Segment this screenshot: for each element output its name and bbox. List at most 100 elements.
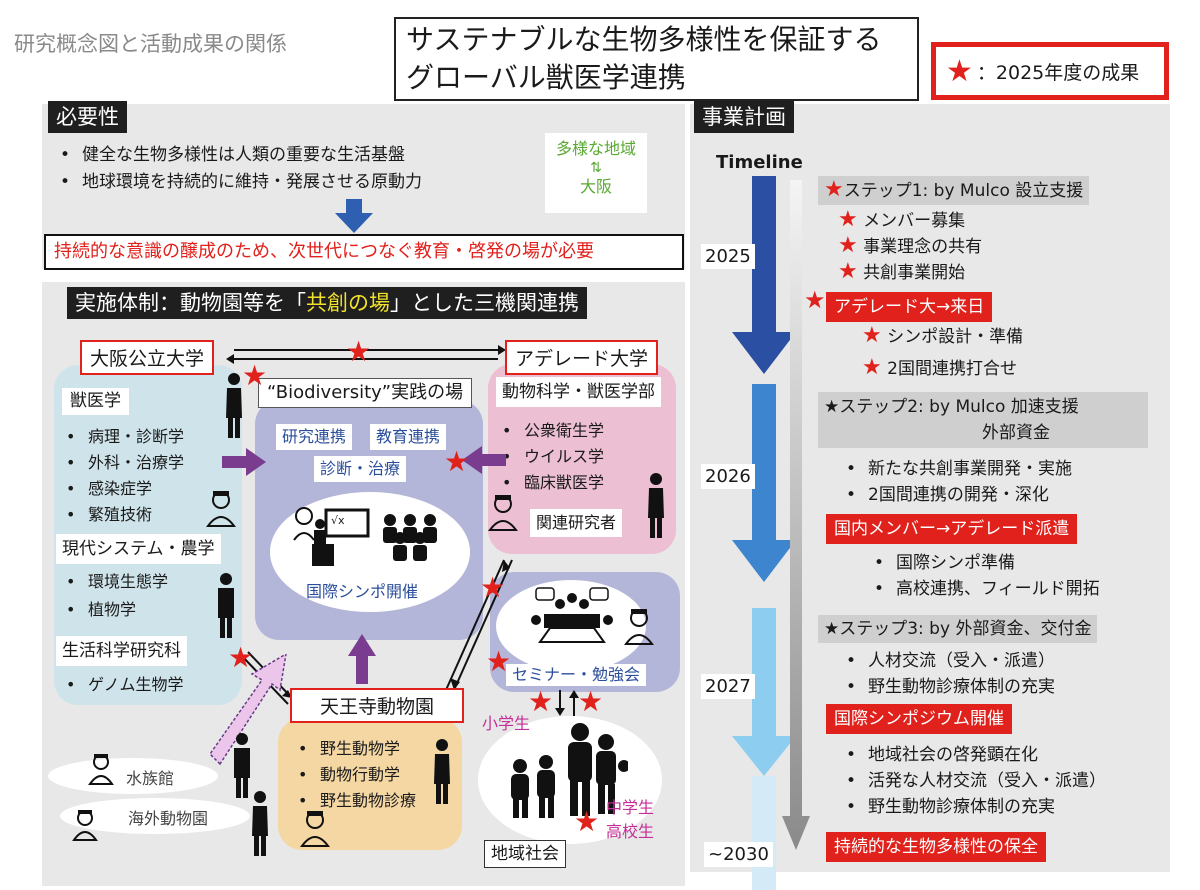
meeting-icon bbox=[531, 587, 613, 643]
step1-item: ★ 共創事業開始 bbox=[838, 259, 966, 284]
omu-vet-label: 獣医学 bbox=[62, 388, 129, 415]
list-item: 地域社会の啓発顕在化 bbox=[842, 742, 1106, 768]
dispatch-badge: 国内メンバー→アデレード派遣 bbox=[826, 514, 1078, 544]
step1-item: ★ シンポ設計・準備 bbox=[862, 323, 1024, 348]
arrow-zoo-to-center-icon bbox=[348, 634, 376, 684]
omu-life-label: 生活科学研究科 bbox=[56, 636, 187, 666]
region-top: 多様な地域 bbox=[555, 139, 636, 158]
year-2027: 2027 bbox=[701, 674, 755, 699]
doctor-icon bbox=[488, 495, 518, 531]
adelaide-dept: 動物科学・獣医学部 bbox=[496, 377, 661, 407]
step2-list: 新たな共創事業開発・実施 2国間連携の開発・深化 bbox=[842, 456, 1072, 508]
symposium-badge: 国際シンポジウム開催 bbox=[826, 704, 1012, 734]
list-item: 病理・診断学 bbox=[62, 424, 184, 450]
omu-vet-list: 病理・診断学 外科・治療学 感染症学 繁殖技術 bbox=[62, 424, 184, 528]
plan-tag: 事業計画 bbox=[694, 101, 794, 133]
zoo-name: 天王寺動物園 bbox=[290, 688, 465, 723]
omu-name: 大阪公立大学 bbox=[80, 340, 215, 375]
omu-modern-list: 環境生態学 植物学 bbox=[62, 568, 168, 624]
omu-modern-label: 現代システム・農学 bbox=[56, 534, 221, 564]
achievement-star-icon: ★ bbox=[574, 805, 600, 838]
step2-line2: 外部資金 bbox=[982, 423, 1050, 443]
person-icon bbox=[218, 573, 234, 638]
list-item: 野生動物学 bbox=[294, 736, 416, 762]
list-item: 野生動物診療体制の充実 bbox=[842, 794, 1106, 820]
legend-star-icon: ★ bbox=[946, 53, 973, 89]
updown-arrow-icon bbox=[555, 690, 579, 716]
necessity-list: 健全な生物多様性は人類の重要な生活基盤 地球環境を持続的に維持・発展させる原動力 bbox=[56, 142, 536, 196]
down-arrow-icon bbox=[335, 199, 373, 233]
main-title-line2: グローバル獣医学連携 bbox=[406, 61, 686, 94]
step1-heading: ★ステップ1: by Mulco 設立支援 bbox=[818, 176, 1090, 205]
list-item: 野生動物診療 bbox=[294, 788, 416, 814]
achievement-star-icon: ★ bbox=[346, 335, 372, 368]
achievement-star-icon: ★ bbox=[838, 259, 858, 284]
arrow-adelaide-to-center-icon bbox=[462, 446, 506, 474]
double-arrow-icon bbox=[226, 345, 506, 364]
symposium-label: 国際シンポ開催 bbox=[306, 582, 419, 601]
diag-arrow-icon bbox=[445, 559, 513, 691]
achievement-star-icon: ★ bbox=[838, 207, 858, 232]
list-item: 感染症学 bbox=[62, 476, 184, 502]
achievement-star-icon: ★ bbox=[862, 355, 882, 380]
timeline-tail bbox=[752, 776, 776, 890]
zoo-list: 野生動物学 動物行動学 野生動物診療 bbox=[294, 736, 416, 814]
step1-text: ステップ1: by Mulco 設立支援 bbox=[843, 181, 1084, 201]
overseas-zoo-label: 海外動物園 bbox=[128, 809, 209, 828]
figure-caption: 研究概念図と活動成果の関係 bbox=[14, 32, 287, 56]
omu-life-list: ゲノム生物学 bbox=[62, 671, 184, 699]
step3-heading: ★ステップ3: by 外部資金、交付金 bbox=[818, 615, 1098, 643]
high-label: 高校生 bbox=[606, 822, 655, 841]
person-icon bbox=[648, 473, 664, 538]
step2-list2: 国際シンポ準備 高校連携、フィールド開拓 bbox=[870, 550, 1100, 602]
legend-box: ★ ：2025年度の成果 bbox=[931, 42, 1169, 100]
necessity-item: 健全な生物多様性は人類の重要な生活基盤 bbox=[56, 142, 536, 169]
list-item: 2国間連携の開発・深化 bbox=[842, 482, 1072, 508]
doctor-icon bbox=[206, 491, 236, 527]
step1-item: ★ 事業理念の共有 bbox=[838, 233, 983, 258]
middle-label: 中学生 bbox=[606, 798, 655, 817]
list-item: 高校連携、フィールド開拓 bbox=[870, 576, 1100, 602]
step3-list: 人材交流（受入・派遣） 野生動物診療体制の充実 bbox=[842, 648, 1055, 700]
adelaide-visit-badge: アデレード大→来日 bbox=[826, 292, 993, 322]
aquarium-label: 水族館 bbox=[126, 769, 175, 788]
necessity-tag: 必要性 bbox=[48, 101, 127, 133]
list-item: 野生動物診療体制の充実 bbox=[842, 674, 1055, 700]
center-tag-diagnosis: 診断・治療 bbox=[314, 456, 407, 482]
region-arrow-icon: ⇅ bbox=[590, 160, 602, 176]
year-2025: 2025 bbox=[701, 244, 755, 269]
necessity-conclusion: 持続的な意識の醸成のため、次世代につなぐ教育・啓発の場が必要 bbox=[44, 234, 684, 270]
timeline-arrow-2 bbox=[732, 384, 796, 582]
list-item: 人材交流（受入・派遣） bbox=[842, 648, 1055, 674]
person-icon bbox=[234, 733, 250, 798]
list-item: 公衆衛生学 bbox=[498, 418, 604, 444]
timeline-arrow-3 bbox=[732, 608, 796, 776]
necessity-item: 地球環境を持続的に維持・発展させる原動力 bbox=[56, 169, 536, 196]
dotted-arrow-icon bbox=[210, 654, 287, 766]
doctor-icon bbox=[624, 609, 654, 645]
achievement-star-icon: ★ bbox=[578, 685, 604, 718]
center-title: “Biodiversity”実践の場 bbox=[258, 378, 473, 408]
step2-line1: ★ステップ2: by Mulco 加速支援 bbox=[824, 397, 1079, 417]
goal-badge: 持続的な生物多様性の保全 bbox=[826, 832, 1046, 862]
person-icon bbox=[252, 791, 268, 856]
elementary-label: 小学生 bbox=[482, 714, 531, 733]
adelaide-list: 公衆衛生学 ウイルス学 臨床獣医学 bbox=[498, 418, 604, 496]
year-2030: ~2030 bbox=[704, 842, 773, 867]
legend-text: ：2025年度の成果 bbox=[976, 61, 1140, 84]
person-icon bbox=[226, 373, 242, 438]
step2-heading: ★ステップ2: by Mulco 加速支援 外部資金 bbox=[818, 392, 1148, 448]
list-item: 国際シンポ準備 bbox=[870, 550, 1100, 576]
main-title-line1: サステナブルな生物多様性を保証する bbox=[406, 23, 882, 56]
center-tag-education: 教育連携 bbox=[370, 424, 447, 450]
timeline-label: Timeline bbox=[716, 152, 803, 173]
doctor-icon bbox=[300, 811, 330, 847]
achievement-star-icon: ★ bbox=[242, 359, 268, 392]
achievement-star-icon: ★ bbox=[486, 645, 512, 678]
achievement-star-icon: ★ bbox=[838, 233, 858, 258]
timeline-arrow-1 bbox=[732, 176, 796, 374]
symposium-ellipse bbox=[270, 492, 470, 612]
list-item: 外科・治療学 bbox=[62, 450, 184, 476]
board-formula: √x bbox=[331, 514, 345, 527]
timeline-grey-arrow bbox=[782, 180, 810, 850]
